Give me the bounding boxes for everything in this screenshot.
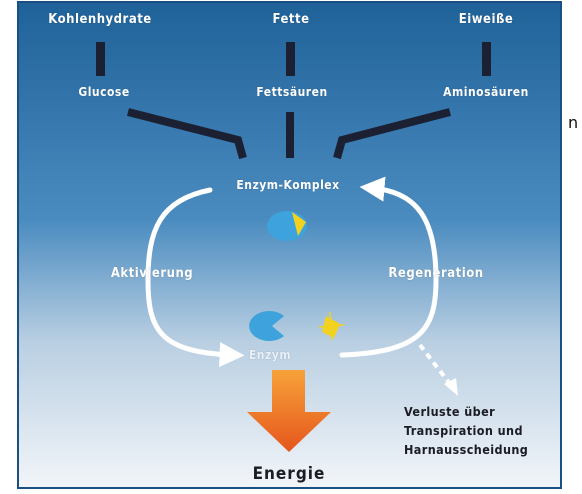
label-enzyme: Enzym	[249, 348, 291, 362]
connector-proteins	[482, 42, 491, 76]
losses-line-1: Verluste über	[404, 402, 528, 421]
cropped-edge-letter: n	[568, 113, 578, 132]
label-amino-acids: Aminosäuren	[443, 85, 529, 99]
enzyme-complex-icon	[267, 211, 307, 241]
connector-carbs	[96, 42, 105, 76]
label-proteins: Eiweiße	[459, 12, 514, 27]
label-activation: Aktivierung	[111, 266, 193, 281]
losses-note: Verluste über Transpiration und Harnauss…	[404, 402, 528, 459]
label-carbohydrates: Kohlenhydrate	[48, 12, 151, 27]
label-regeneration: Regeneration	[388, 266, 483, 281]
label-energy: Energie	[253, 464, 326, 484]
losses-line-2: Transpiration und	[404, 421, 528, 440]
label-fatty-acids: Fettsäuren	[256, 85, 327, 99]
label-glucose: Glucose	[78, 85, 129, 99]
label-fats: Fette	[272, 12, 309, 27]
connector-fats	[286, 42, 295, 76]
label-enzyme-complex: Enzym-Komplex	[236, 178, 339, 192]
losses-line-3: Harnausscheidung	[404, 440, 528, 459]
